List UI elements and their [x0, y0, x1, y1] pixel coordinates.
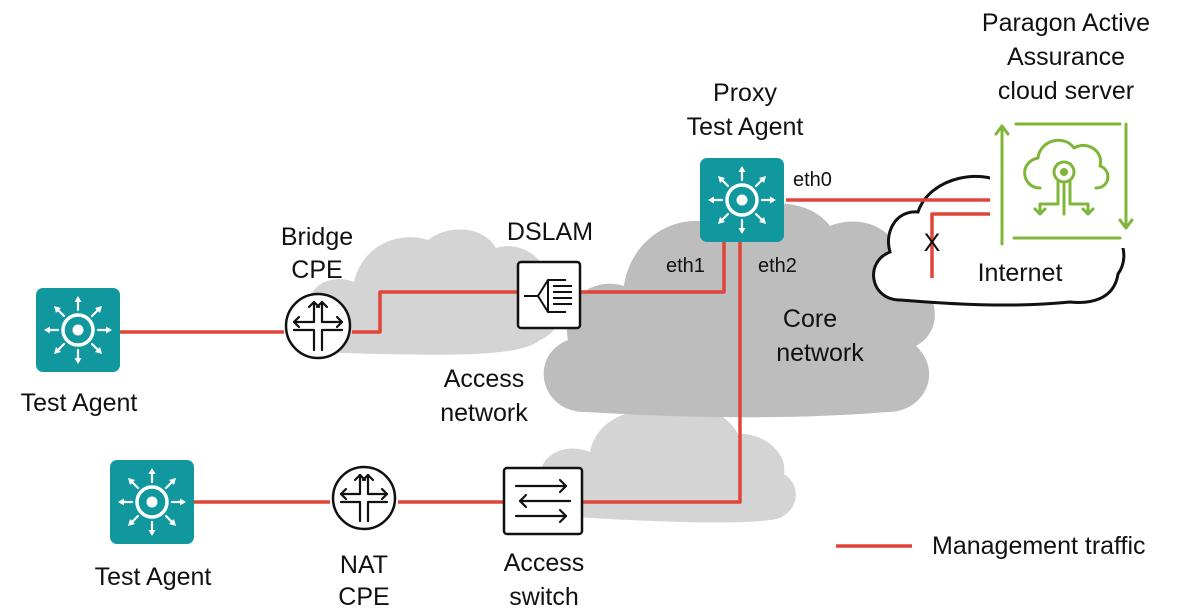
access-switch-cloud	[523, 407, 796, 523]
dslam-icon	[516, 260, 582, 330]
access-switch-label-line1: Access	[503, 549, 585, 577]
access-network-label: network	[440, 399, 528, 427]
bridge-cpe-label: CPE	[291, 256, 343, 284]
legend-management-label: Management traffic	[932, 532, 1146, 560]
core-network-label: network	[776, 339, 864, 367]
link-proxy-eth2-to-access-switch	[582, 240, 742, 504]
access-label: Access	[443, 365, 525, 393]
paragon-label-line2: Assurance	[1006, 43, 1126, 71]
internet-label: Internet	[977, 259, 1063, 287]
link-blocked-direct-internet	[930, 212, 1000, 278]
eth1-label: eth1	[666, 255, 705, 277]
proxy-test-agent-label: Test Agent	[686, 113, 804, 141]
nat-label: NAT	[339, 551, 389, 579]
core-label: Core	[782, 305, 838, 333]
test-agent-icon-bottom	[108, 458, 196, 546]
paragon-label-line3: cloud server	[997, 77, 1135, 105]
eth0-label: eth0	[793, 169, 832, 191]
link-bridge-cpe-to-dslam	[352, 290, 518, 334]
test-agent-icon-top	[34, 286, 122, 374]
test-agent-bottom-label: Test Agent	[94, 563, 212, 591]
nat-cpe-label: CPE	[338, 583, 390, 611]
nat-cpe-router-icon	[331, 465, 397, 531]
management-traffic-links	[120, 198, 1000, 548]
blocked-mark: X	[923, 229, 941, 257]
eth2-label: eth2	[758, 255, 797, 277]
dslam-label: DSLAM	[506, 218, 594, 246]
test-agent-top-label: Test Agent	[20, 389, 138, 417]
access-switch-label-line2: switch	[509, 583, 579, 611]
proxy-test-agent-icon	[698, 156, 786, 244]
bridge-label: Bridge	[280, 223, 354, 251]
paragon-label-line1: Paragon Active	[981, 9, 1151, 37]
cloud-server-icon	[990, 114, 1138, 248]
bridge-cpe-router-icon	[284, 292, 352, 360]
proxy-label: Proxy	[713, 79, 777, 107]
link-dslam-to-proxy-eth1	[580, 240, 726, 294]
access-switch-icon	[502, 466, 584, 536]
